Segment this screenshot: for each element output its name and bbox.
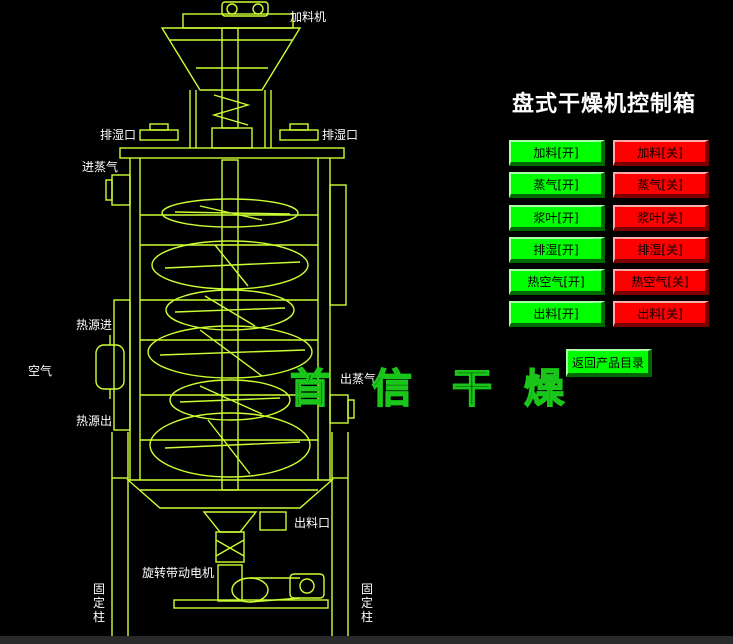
watermark-char-3: 干: [451, 364, 493, 413]
exhaust-off-button[interactable]: 排湿[关]: [613, 237, 709, 263]
heat-out-label: 热源出: [76, 414, 113, 428]
feed-off-button[interactable]: 加料[关]: [613, 140, 709, 166]
back-to-catalog-button[interactable]: 返回产品目录: [566, 349, 652, 377]
watermark-char-2: 信: [371, 364, 413, 413]
air-label: 空气: [28, 364, 53, 378]
discharge-on-button[interactable]: 出料[开]: [509, 301, 605, 327]
bottom-bar: [0, 636, 733, 644]
steam-out-label: 出蒸气: [340, 372, 377, 386]
exhaust-on-button[interactable]: 排湿[开]: [509, 237, 605, 263]
exhaust-right-label: 排湿口: [322, 128, 359, 142]
exhaust-left-label: 排湿口: [100, 128, 137, 142]
heat-in-label: 热源进: [76, 318, 113, 332]
watermark-char-1: 首: [289, 364, 331, 413]
steam-on-button[interactable]: 蒸气[开]: [509, 172, 605, 198]
hot-air-on-button[interactable]: 热空气[开]: [509, 269, 605, 295]
feeder-label: 加料机: [290, 10, 327, 24]
watermark-char-4: 燥: [523, 364, 565, 413]
paddle-off-button[interactable]: 浆叶[关]: [613, 205, 709, 231]
discharge-label: 出料口: [294, 516, 331, 530]
steam-off-button[interactable]: 蒸气[关]: [613, 172, 709, 198]
discharge-off-button[interactable]: 出料[关]: [613, 301, 709, 327]
steam-in-label: 进蒸气: [82, 160, 119, 174]
fixed-column-left-label: 固定柱: [92, 582, 105, 624]
paddle-on-button[interactable]: 浆叶[开]: [509, 205, 605, 231]
motor-label: 旋转带动电机: [142, 566, 215, 580]
fixed-column-right-label: 固定柱: [360, 582, 373, 624]
hot-air-off-button[interactable]: 热空气[关]: [613, 269, 709, 295]
feed-on-button[interactable]: 加料[开]: [509, 140, 605, 166]
page-title: 盘式干燥机控制箱: [512, 92, 697, 117]
